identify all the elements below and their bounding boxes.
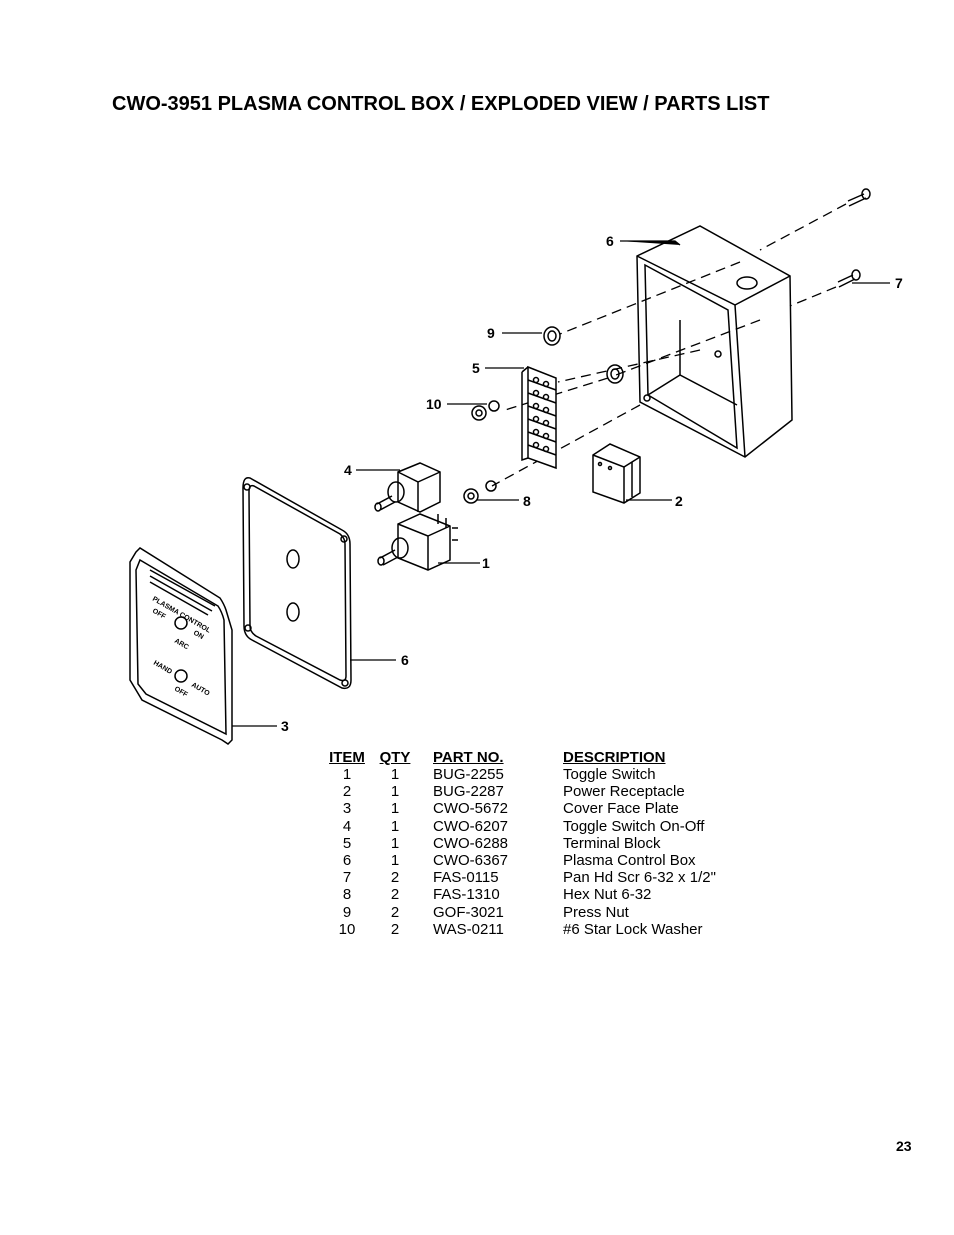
screw-top <box>847 188 871 207</box>
qty-cell: 1 <box>390 783 400 801</box>
item-cell: 5 <box>342 834 352 852</box>
item-cell: 2 <box>342 783 352 801</box>
qty-cell: 1 <box>390 852 400 870</box>
toggle-switch-drawing <box>377 513 458 571</box>
callout-press-nut: 9 <box>487 325 495 341</box>
qty-cell: 2 <box>390 920 400 938</box>
part-no-cell: BUG-2255 <box>433 766 504 784</box>
item-cell: 3 <box>342 800 352 818</box>
cover-plate-drawing <box>242 476 352 690</box>
header-description: DESCRIPTION <box>563 748 666 766</box>
description-cell: #6 Star Lock Washer <box>563 920 703 938</box>
qty-cell: 2 <box>390 886 400 904</box>
table-row: 7 2 FAS-0115 Pan Hd Scr 6-32 x 1/2" <box>322 869 763 886</box>
qty-cell: 1 <box>390 817 400 835</box>
part-no-cell: CWO-6367 <box>433 852 509 870</box>
callout-receptacle: 2 <box>675 493 683 509</box>
power-receptacle-drawing <box>592 443 641 504</box>
page-title: CWO-3951 PLASMA CONTROL BOX / EXPLODED V… <box>112 93 770 115</box>
lock-washer <box>485 400 500 492</box>
qty-cell: 1 <box>390 834 400 852</box>
callout-toggle-switch: 1 <box>482 555 490 571</box>
callout-hex-nut: 8 <box>523 493 531 509</box>
part-no-cell: GOF-3021 <box>433 903 504 921</box>
callout-box-top: 6 <box>606 233 614 249</box>
part-no-cell: WAS-0211 <box>433 920 504 938</box>
table-row: 4 1 CWO-6207 Toggle Switch On-Off <box>322 818 763 835</box>
table-row: 2 1 BUG-2287 Power Receptacle <box>322 783 763 800</box>
qty-cell: 2 <box>390 869 400 887</box>
part-no-cell: CWO-6288 <box>433 834 509 852</box>
callout-screw: 7 <box>895 275 903 291</box>
item-cell: 6 <box>342 852 352 870</box>
terminal-block-drawing <box>521 365 557 470</box>
table-row: 5 1 CWO-6288 Terminal Block <box>322 835 763 852</box>
hex-nut <box>463 405 487 504</box>
qty-cell: 1 <box>390 766 400 784</box>
callout-toggle-on-off: 4 <box>344 462 352 478</box>
part-no-cell: BUG-2287 <box>433 783 504 801</box>
description-cell: Hex Nut 6-32 <box>563 886 652 904</box>
toggle-switch-on-off-drawing <box>374 462 441 513</box>
press-nut <box>543 326 624 384</box>
item-cell: 4 <box>342 817 352 835</box>
item-cell: 1 <box>342 766 352 784</box>
control-box-drawing <box>636 225 793 458</box>
description-cell: Press Nut <box>563 903 629 921</box>
table-row: 8 2 FAS-1310 Hex Nut 6-32 <box>322 886 763 903</box>
header-part-no: PART NO. <box>433 748 504 766</box>
parts-list-header-row: ITEM QTY PART NO. DESCRIPTION <box>322 748 763 766</box>
table-row: 6 1 CWO-6367 Plasma Control Box <box>322 852 763 869</box>
callout-face-plate: 3 <box>281 718 289 734</box>
table-row: 10 2 WAS-0211 #6 Star Lock Washer <box>322 921 763 938</box>
table-row: 3 1 CWO-5672 Cover Face Plate <box>322 800 763 817</box>
part-no-cell: CWO-6207 <box>433 817 509 835</box>
part-no-cell: FAS-0115 <box>433 869 499 887</box>
face-plate-drawing <box>129 547 233 745</box>
header-qty: QTY <box>379 748 411 766</box>
description-cell: Toggle Switch <box>563 766 656 784</box>
leader-lines <box>232 240 890 727</box>
description-cell: Terminal Block <box>563 834 661 852</box>
callout-lock-washer: 10 <box>426 396 442 412</box>
item-cell: 7 <box>342 869 352 887</box>
description-cell: Cover Face Plate <box>563 800 679 818</box>
qty-cell: 2 <box>390 903 400 921</box>
callout-terminal-block: 5 <box>472 360 480 376</box>
table-row: 1 1 BUG-2255 Toggle Switch <box>322 766 763 783</box>
plate-label-on: ON <box>192 630 205 641</box>
item-cell: 10 <box>338 920 356 938</box>
part-no-cell: CWO-5672 <box>433 800 509 818</box>
callout-cover-plate: 6 <box>401 652 409 668</box>
part-no-cell: FAS-1310 <box>433 886 500 904</box>
screw-right <box>837 269 861 288</box>
description-cell: Toggle Switch On-Off <box>563 817 705 835</box>
header-item: ITEM <box>329 748 365 766</box>
item-cell: 8 <box>342 886 352 904</box>
description-cell: Power Receptacle <box>563 783 685 801</box>
description-cell: Pan Hd Scr 6-32 x 1/2" <box>563 869 716 887</box>
qty-cell: 1 <box>390 800 400 818</box>
item-cell: 9 <box>342 903 352 921</box>
table-row: 9 2 GOF-3021 Press Nut <box>322 904 763 921</box>
page-number: 23 <box>896 1138 912 1154</box>
description-cell: Plasma Control Box <box>563 852 696 870</box>
